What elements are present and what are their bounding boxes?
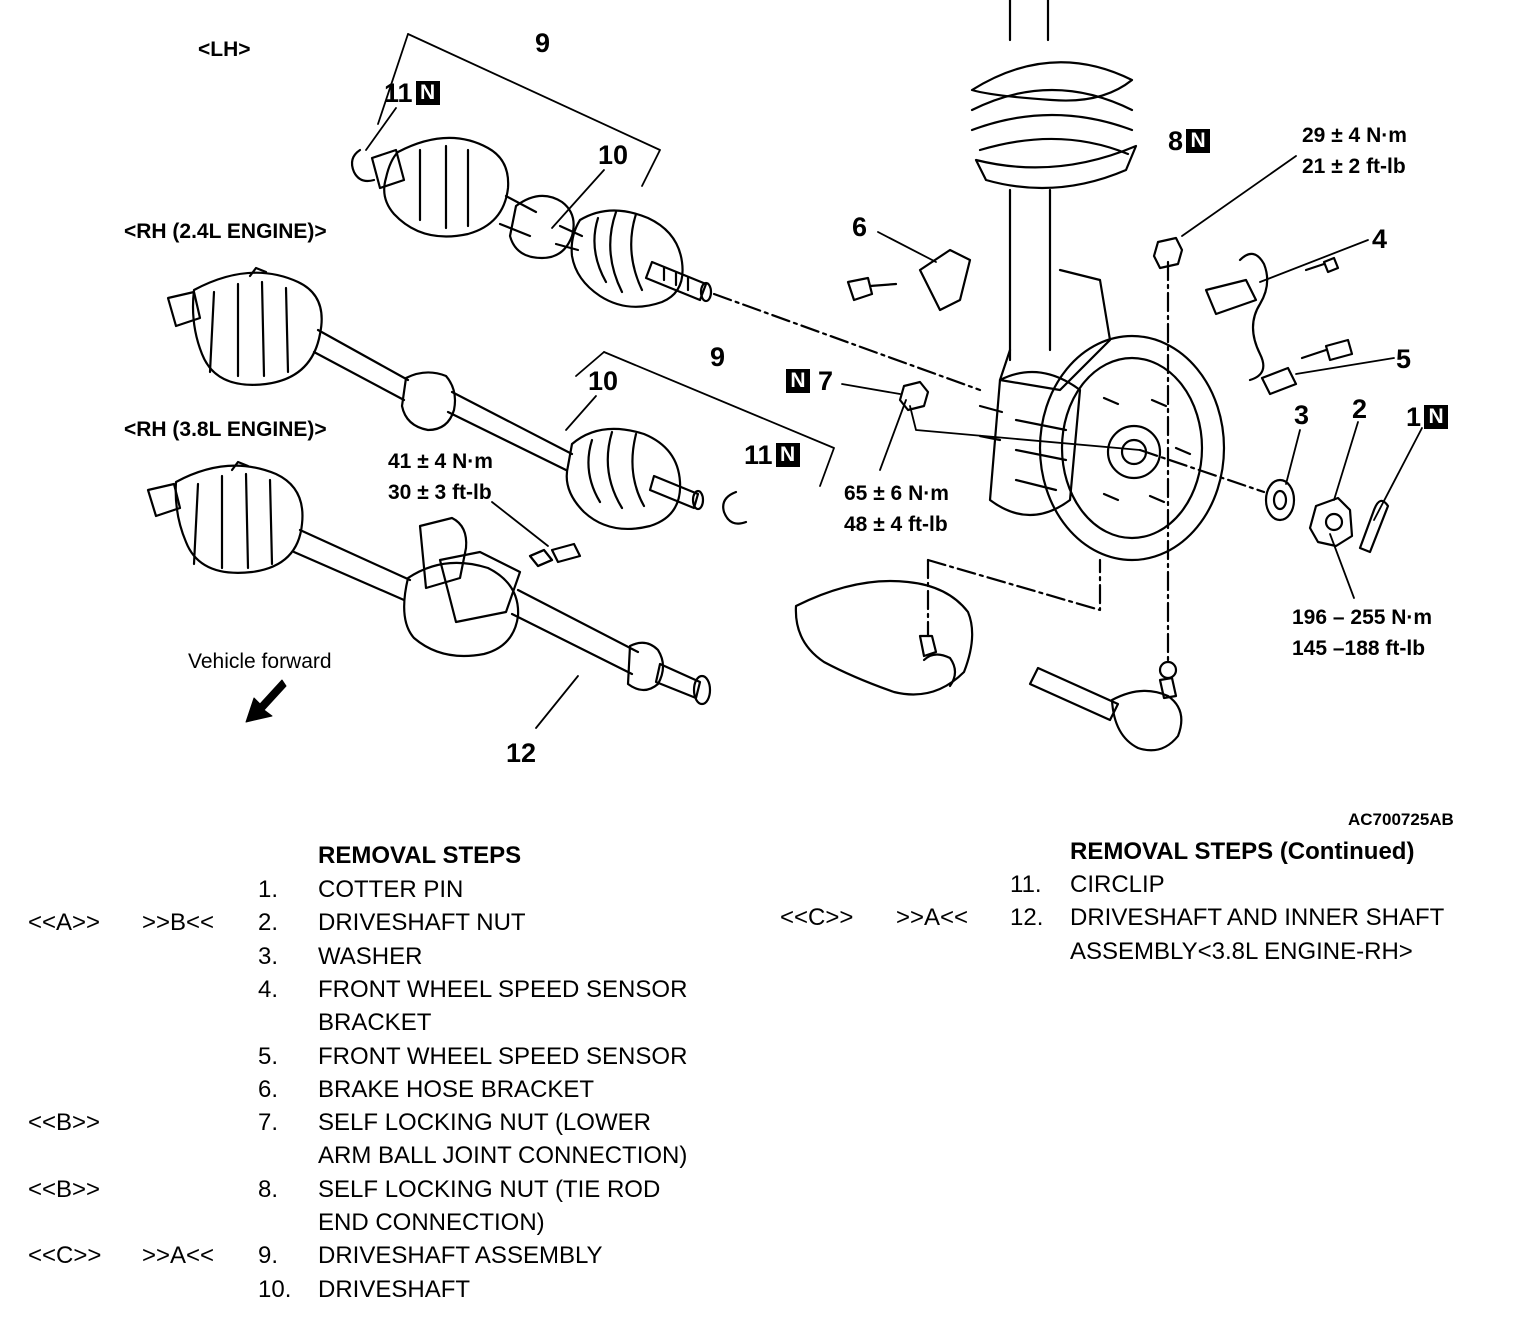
removal-steps-title: REMOVAL STEPS xyxy=(318,842,522,869)
callout-10-lh: 10 xyxy=(598,140,629,170)
hub-hardware-drawing xyxy=(1264,478,1390,554)
rh38-driveshaft-drawing xyxy=(146,460,712,706)
step-number: 8. xyxy=(258,1175,279,1203)
removal-service-tag: <<B>> xyxy=(28,1175,101,1203)
tie-rod-nut-drawing xyxy=(1152,236,1184,270)
step-number: 4. xyxy=(258,975,279,1003)
removal-service-tag: <<C>> xyxy=(780,904,854,932)
step-text: DRIVESHAFT NUT xyxy=(318,909,526,937)
step-text: DRIVESHAFT ASSEMBLY xyxy=(318,1242,603,1270)
callout-12: 12 xyxy=(506,738,537,768)
step-number: 12. xyxy=(1010,904,1044,932)
new-part-badge: N xyxy=(775,443,800,467)
strut-assembly-drawing xyxy=(970,0,1138,392)
step-number: 1. xyxy=(258,876,279,903)
step-text: SELF LOCKING NUT (LOWER xyxy=(318,1109,651,1137)
variant-label-rh-3-8l: <RH (3.8L ENGINE)> xyxy=(124,418,327,441)
variant-label-lh: <LH> xyxy=(198,38,251,61)
ball-joint-nut-drawing xyxy=(898,380,930,412)
tie-rod-end-drawing xyxy=(1028,660,1183,752)
step-number: 2. xyxy=(258,909,279,937)
new-part-badge: N xyxy=(1186,129,1211,153)
step-text-continued: END CONNECTION) xyxy=(318,1209,545,1236)
vehicle-forward-label: Vehicle forward xyxy=(188,650,332,673)
step-text: FRONT WHEEL SPEED SENSOR xyxy=(318,1042,688,1070)
driveshaft-exploded-diagram xyxy=(146,0,1423,752)
speed-sensor-drawing xyxy=(1204,252,1354,396)
new-part-badge: N xyxy=(786,369,810,393)
lower-arm-drawing xyxy=(794,579,974,696)
installation-service-tag: >>A<< xyxy=(142,1242,215,1270)
new-part-badge: N xyxy=(415,81,440,105)
step-number: 6. xyxy=(258,1075,279,1103)
step-text-continued: ASSEMBLY<3.8L ENGINE-RH> xyxy=(1070,937,1413,965)
rh24-driveshaft-drawing xyxy=(166,266,748,530)
removal-steps-title-continued: REMOVAL STEPS (Continued) xyxy=(1070,838,1415,865)
step-text: DRIVESHAFT AND INNER SHAFT xyxy=(1070,904,1445,932)
new-part-badge: N xyxy=(1424,405,1449,429)
vehicle-forward-arrow xyxy=(245,679,287,723)
step-text: BRAKE HOSE BRACKET xyxy=(318,1075,595,1103)
step-text-continued: ARM BALL JOINT CONNECTION) xyxy=(318,1142,688,1170)
step-number: 7. xyxy=(258,1109,279,1137)
step-text: CIRCLIP xyxy=(1070,871,1165,898)
step-text: DRIVESHAFT xyxy=(318,1275,471,1303)
callout-3: 3 xyxy=(1294,400,1310,430)
bracket-bolt-drawing xyxy=(528,548,554,568)
callout-2: 2 xyxy=(1352,394,1368,424)
callout-4: 4 xyxy=(1372,224,1388,254)
callout-6: 6 xyxy=(852,212,868,242)
step-text-continued: BRACKET xyxy=(318,1009,432,1037)
step-number: 9. xyxy=(258,1242,279,1270)
variant-label-rh-2-4l: <RH (2.4L ENGINE)> xyxy=(124,220,327,243)
removal-service-tag: <<C>> xyxy=(28,1242,102,1270)
step-text: FRONT WHEEL SPEED SENSOR xyxy=(318,975,688,1003)
step-number: 10. xyxy=(258,1275,292,1303)
callout-9-rh: 9 xyxy=(710,342,726,372)
step-number: 11. xyxy=(1010,871,1042,898)
callout-9-lh: 9 xyxy=(535,28,551,58)
step-text: COTTER PIN xyxy=(318,876,464,903)
callout-leaders xyxy=(365,33,1423,729)
knuckle-hub-drawing xyxy=(978,334,1226,562)
step-number: 3. xyxy=(258,942,279,970)
removal-service-tag: <<B>> xyxy=(28,1109,101,1137)
step-number: 5. xyxy=(258,1042,279,1070)
removal-service-tag: <<A>> xyxy=(28,909,101,937)
step-text: WASHER xyxy=(318,942,423,970)
brake-hose-bracket-drawing xyxy=(846,248,972,312)
lh-driveshaft-drawing xyxy=(350,136,713,308)
installation-service-tag: >>A<< xyxy=(896,904,969,932)
figure-code: AC700725AB xyxy=(1348,810,1454,829)
callout-10-rh: 10 xyxy=(588,366,619,396)
installation-service-tag: >>B<< xyxy=(142,909,215,937)
step-text: SELF LOCKING NUT (TIE ROD xyxy=(318,1175,661,1203)
callout-5: 5 xyxy=(1396,344,1412,374)
